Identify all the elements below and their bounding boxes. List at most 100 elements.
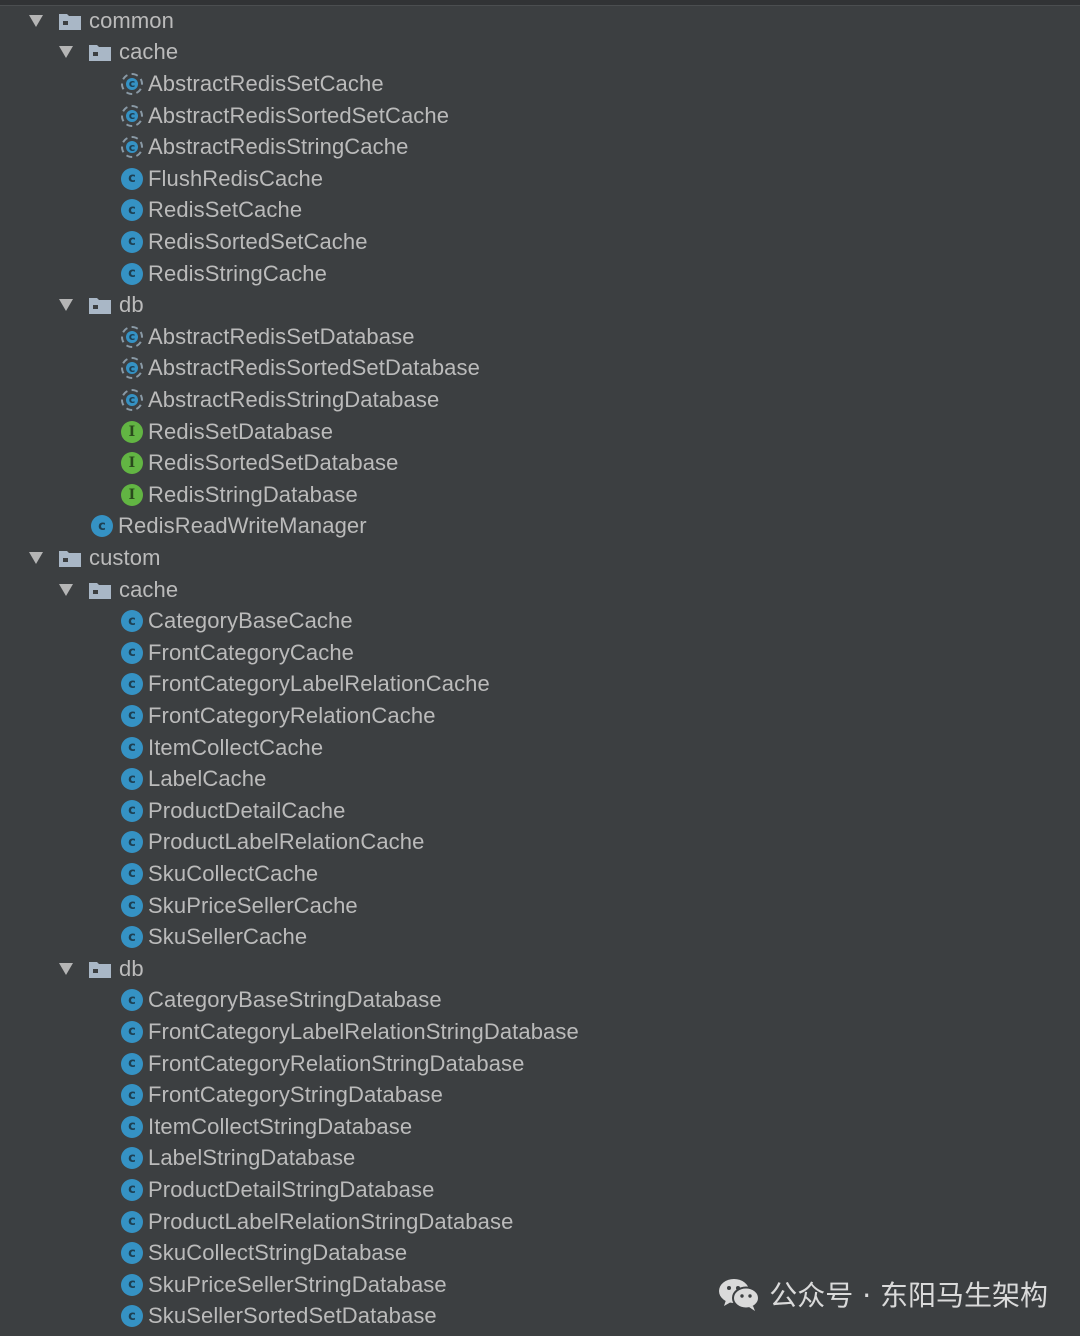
class-icon: c [121, 926, 143, 949]
tree-item-label: FrontCategoryRelationCache [148, 702, 436, 728]
class-icon: c [121, 673, 143, 696]
class-icon: c [121, 1020, 143, 1043]
tree-item-label: CategoryBaseStringDatabase [148, 987, 442, 1013]
chevron-down-icon[interactable] [59, 583, 73, 597]
tree-item-label: AbstractRedisSetDatabase [148, 323, 415, 349]
tree-folder-db[interactable]: db [0, 953, 1080, 985]
class-icon: c [121, 1147, 143, 1170]
chevron-down-icon[interactable] [29, 14, 43, 28]
tree-item-label: RedisSortedSetCache [148, 228, 368, 254]
class-icon: c [121, 1242, 143, 1265]
tree-item-label: AbstractRedisSetCache [148, 70, 384, 96]
chevron-down-icon[interactable] [59, 298, 73, 312]
folder-icon [89, 45, 111, 62]
class-icon: c [121, 262, 143, 285]
tree-item-label: SkuSellerCache [148, 924, 308, 950]
class-icon: c [121, 230, 143, 253]
class-icon: c [91, 515, 113, 538]
folder-icon [89, 298, 111, 315]
abstract-class-icon: c [121, 72, 143, 95]
tree-folder-db[interactable]: db [0, 289, 1080, 321]
abstract-class-icon: c [121, 104, 143, 127]
watermark-text: 公众号 · 东阳马生架构 [769, 1279, 1048, 1312]
class-icon: c [121, 1084, 143, 1107]
tree-item-label: CategoryBaseCache [148, 608, 353, 634]
tree-item-label: FrontCategoryRelationStringDatabase [148, 1050, 525, 1076]
class-icon: c [121, 862, 143, 885]
tree-item-label: ProductLabelRelationCache [148, 829, 425, 855]
chevron-down-icon[interactable] [59, 45, 73, 59]
class-icon: c [121, 831, 143, 854]
abstract-class-icon: c [121, 388, 143, 411]
folder-icon [59, 13, 81, 30]
tree-folder-common[interactable]: common [0, 5, 1080, 37]
abstract-class-icon: c [121, 325, 143, 348]
class-icon: c [121, 610, 143, 633]
tree-folder-cache[interactable]: cache [0, 574, 1080, 606]
tree-item-label: RedisSetDatabase [148, 418, 334, 444]
class-icon: c [121, 704, 143, 727]
panel-top-border [0, 0, 1080, 6]
class-icon: c [121, 1052, 143, 1075]
chevron-down-icon[interactable] [29, 551, 43, 565]
tree-item-label: RedisStringDatabase [148, 481, 358, 507]
class-icon: c [121, 1305, 143, 1328]
tree-item-label: LabelStringDatabase [148, 1145, 356, 1171]
tree-item-label: AbstractRedisStringCache [148, 134, 409, 160]
tree-item-label: SkuCollectStringDatabase [148, 1240, 408, 1266]
tree-item-label: ItemCollectStringDatabase [148, 1113, 413, 1139]
folder-icon [89, 582, 111, 599]
class-icon: c [121, 1210, 143, 1233]
tree-item-label: RedisReadWriteManager [118, 513, 367, 539]
class-icon: c [121, 1115, 143, 1138]
chevron-down-icon[interactable] [59, 962, 73, 976]
class-icon: c [121, 167, 143, 190]
interface-icon: I [121, 420, 143, 443]
tree-folder-custom[interactable]: custom [0, 542, 1080, 574]
tree-item-label: SkuPriceSellerCache [148, 892, 358, 918]
tree-item-label: SkuSellerSortedSetDatabase [148, 1303, 437, 1329]
tree-item-label: cache [119, 576, 179, 602]
tree-item-label: SkuPriceSellerStringDatabase [148, 1271, 447, 1297]
tree-folder-cache[interactable]: cache [0, 37, 1080, 69]
tree-item-label: RedisSortedSetDatabase [148, 450, 399, 476]
interface-icon: I [121, 452, 143, 475]
tree-item-label: FrontCategoryLabelRelationCache [148, 671, 490, 697]
